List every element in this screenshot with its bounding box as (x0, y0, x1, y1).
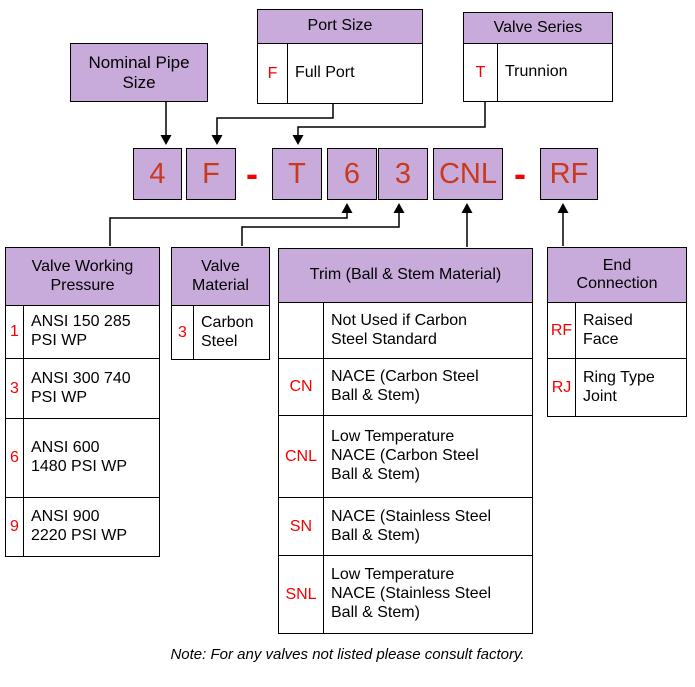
row-code: SNL (279, 556, 324, 633)
row-desc: Raised Face (583, 311, 633, 348)
valve-series-row: T Trunnion (464, 44, 612, 101)
code-box-pipe-size: 4 (133, 148, 182, 200)
table-row: Not Used if Carbon Steel Standard (279, 303, 532, 359)
table-row: SNL Low Temperature NACE (Stainless Stee… (279, 556, 532, 633)
row-desc: ANSI 300 740 PSI WP (31, 369, 131, 406)
table-row: RJ Ring Type Joint (548, 359, 686, 416)
table-row: 3 Carbon Steel (172, 306, 269, 359)
table-row: 9 ANSI 900 2220 PSI WP (6, 498, 159, 556)
end-connection-title: End Connection (548, 248, 686, 303)
table-row: SN NACE (Stainless Steel Ball & Stem) (279, 498, 532, 556)
row-desc: ANSI 150 285 PSI WP (31, 313, 131, 349)
valve-material-table: Valve Material 3 Carbon Steel (171, 247, 270, 360)
working-pressure-title: Valve Working Pressure (6, 248, 159, 306)
code-box-port-size: F (186, 148, 236, 200)
port-size-table: Port Size F Full Port (257, 9, 423, 104)
row-code: 1 (6, 306, 24, 358)
row-desc: Carbon Steel (201, 313, 254, 350)
row-desc: Not Used if Carbon Steel Standard (331, 311, 468, 348)
row-code: 3 (172, 306, 194, 359)
arrow-port-size-to-code (211, 103, 334, 145)
row-code: CN (279, 359, 324, 415)
arrow-valve-series-to-code (292, 101, 486, 145)
arrow-working-pressure-to-code (109, 203, 353, 246)
row-desc: NACE (Carbon Steel Ball & Stem) (331, 368, 479, 404)
code-box-end-connection: RF (540, 148, 598, 200)
code-box-valve-series: T (272, 148, 322, 200)
code-box-valve-material: 3 (378, 148, 428, 200)
port-size-title: Port Size (258, 10, 422, 44)
valve-series-desc: Trunnion (505, 63, 568, 81)
valve-series-title: Valve Series (464, 13, 612, 44)
port-size-desc: Full Port (295, 64, 355, 82)
row-desc: Low Temperature NACE (Stainless Steel Ba… (331, 566, 492, 621)
code-dash-1: - (246, 153, 258, 194)
port-size-code: F (258, 44, 288, 103)
trim-table: Trim (Ball & Stem Material) Not Used if … (278, 248, 533, 634)
row-desc: Ring Type Joint (583, 368, 655, 405)
row-code (279, 303, 324, 358)
valve-series-table: Valve Series T Trunnion (463, 12, 613, 102)
row-code: RF (548, 303, 576, 358)
footer-note: Note: For any valves not listed please c… (170, 646, 525, 663)
row-desc: Low Temperature NACE (Carbon Steel Ball … (331, 428, 479, 483)
nominal-pipe-size-box: Nominal Pipe Size (70, 43, 208, 102)
row-code: CNL (279, 416, 324, 497)
row-code: RJ (548, 359, 576, 416)
valve-series-code: T (464, 44, 498, 101)
trim-title: Trim (Ball & Stem Material) (279, 249, 532, 303)
row-desc: ANSI 600 1480 PSI WP (31, 439, 128, 475)
working-pressure-table: Valve Working Pressure 1 ANSI 150 285 PS… (5, 247, 160, 557)
port-size-row: F Full Port (258, 44, 422, 103)
table-row: CNL Low Temperature NACE (Carbon Steel B… (279, 416, 532, 498)
table-row: CN NACE (Carbon Steel Ball & Stem) (279, 359, 532, 416)
arrow-valve-material-to-code (241, 203, 405, 246)
row-code: 6 (6, 419, 24, 497)
valve-material-title: Valve Material (172, 248, 269, 306)
table-row: RF Raised Face (548, 303, 686, 359)
code-box-trim: CNL (433, 148, 503, 200)
row-desc: NACE (Stainless Steel Ball & Stem) (331, 507, 492, 544)
code-box-working-pressure: 6 (327, 148, 377, 200)
end-connection-table: End Connection RF Raised Face RJ Ring Ty… (547, 247, 687, 417)
code-dash-2: - (514, 153, 526, 194)
table-row: 6 ANSI 600 1480 PSI WP (6, 419, 159, 498)
row-desc: ANSI 900 2220 PSI WP (31, 508, 128, 544)
row-code: 9 (6, 498, 24, 556)
row-code: SN (279, 498, 324, 555)
row-code: 3 (6, 359, 24, 418)
table-row: 1 ANSI 150 285 PSI WP (6, 306, 159, 359)
table-row: 3 ANSI 300 740 PSI WP (6, 359, 159, 419)
